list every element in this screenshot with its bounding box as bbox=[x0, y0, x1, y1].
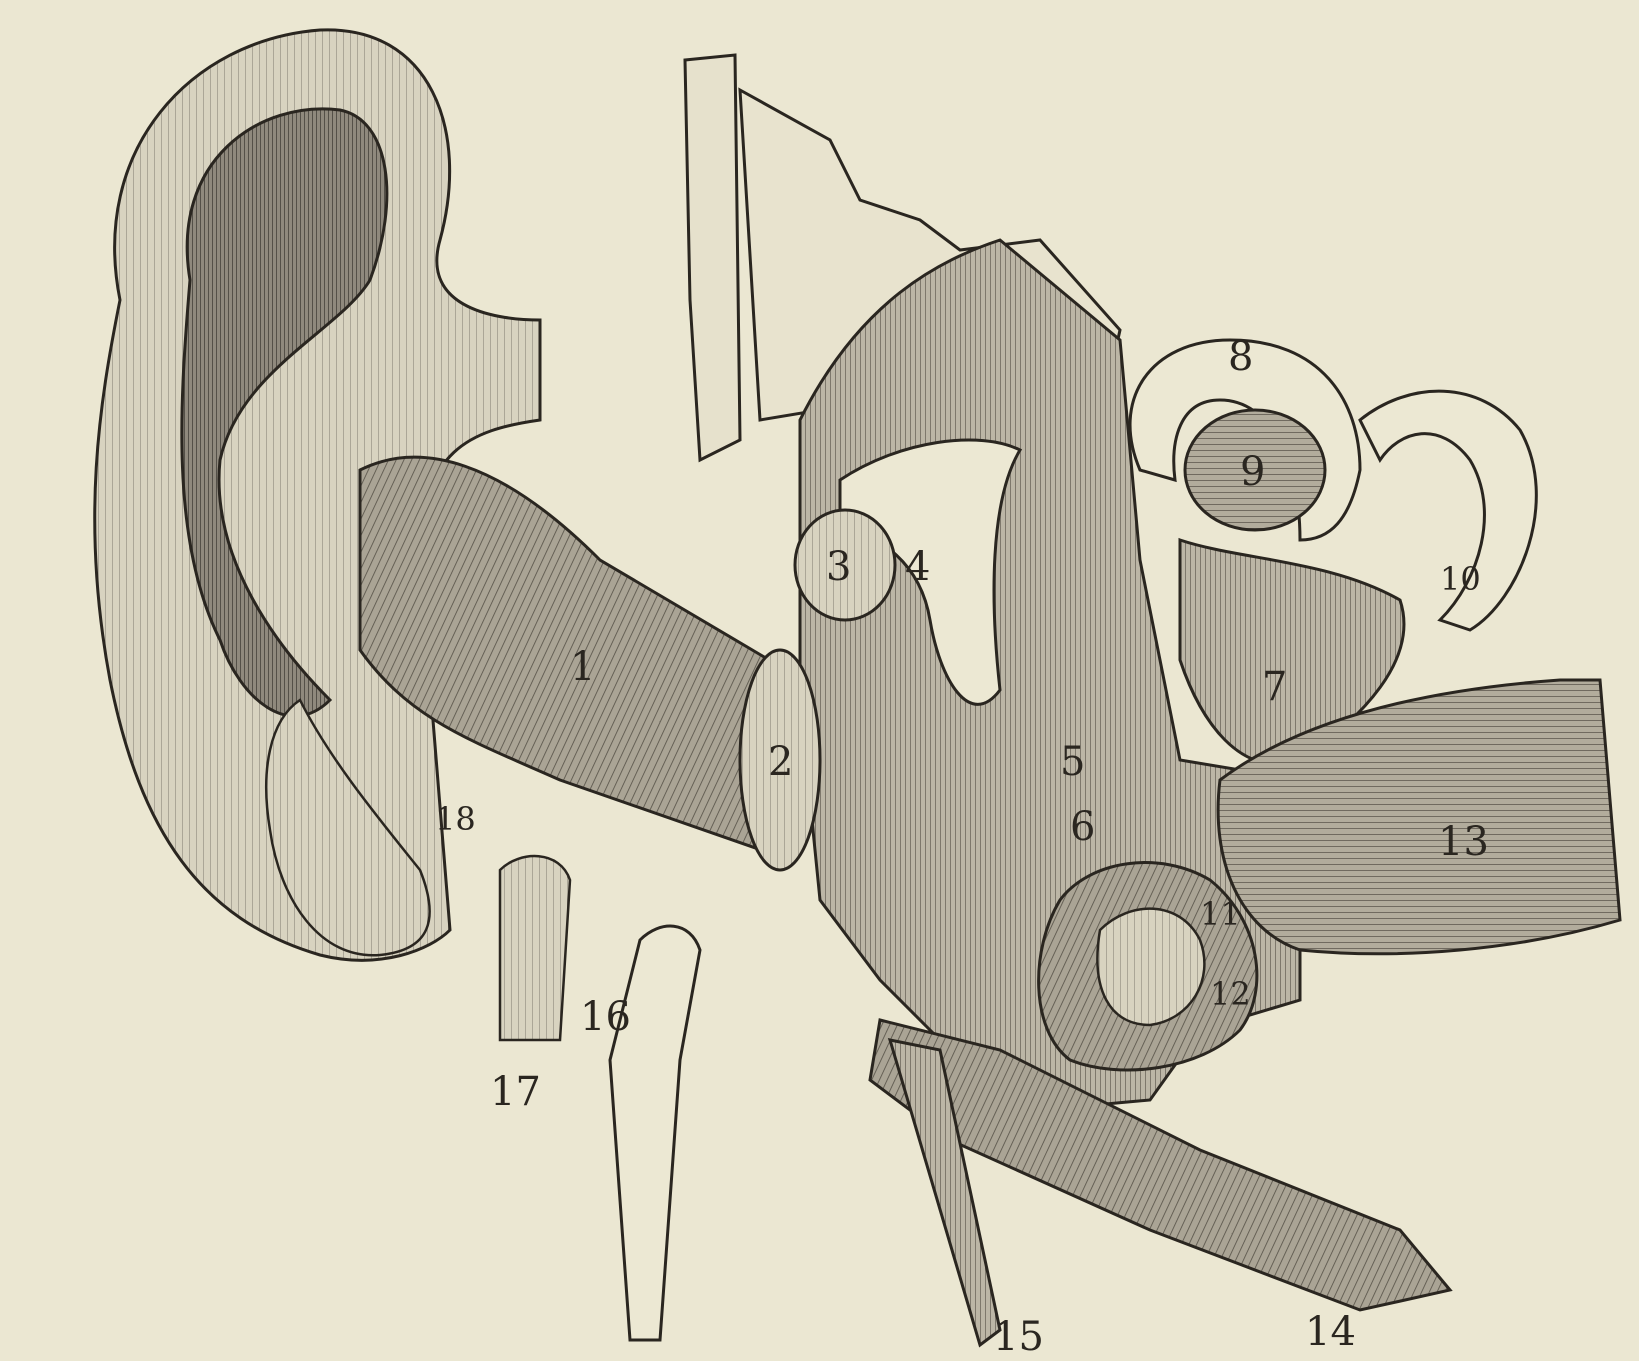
small-process bbox=[500, 856, 570, 1040]
label-5: 5 bbox=[1060, 739, 1085, 785]
label-1: 1 bbox=[570, 644, 595, 690]
label-7: 7 bbox=[1262, 664, 1287, 710]
label-3: 3 bbox=[826, 544, 851, 590]
label-10: 10 bbox=[1440, 560, 1481, 598]
label-6: 6 bbox=[1070, 804, 1095, 850]
label-17: 17 bbox=[490, 1069, 541, 1115]
label-8: 8 bbox=[1228, 334, 1253, 380]
label-4: 4 bbox=[905, 544, 930, 590]
label-9: 9 bbox=[1240, 449, 1265, 495]
label-15: 15 bbox=[993, 1314, 1044, 1360]
label-14: 14 bbox=[1305, 1309, 1356, 1355]
styloid-process bbox=[610, 926, 700, 1340]
temporal-bone-process bbox=[685, 55, 740, 460]
label-13: 13 bbox=[1438, 819, 1489, 865]
label-11: 11 bbox=[1200, 895, 1241, 933]
label-16: 16 bbox=[580, 994, 631, 1040]
label-12: 12 bbox=[1210, 975, 1251, 1013]
label-18: 18 bbox=[435, 800, 476, 838]
label-2: 2 bbox=[768, 739, 793, 785]
